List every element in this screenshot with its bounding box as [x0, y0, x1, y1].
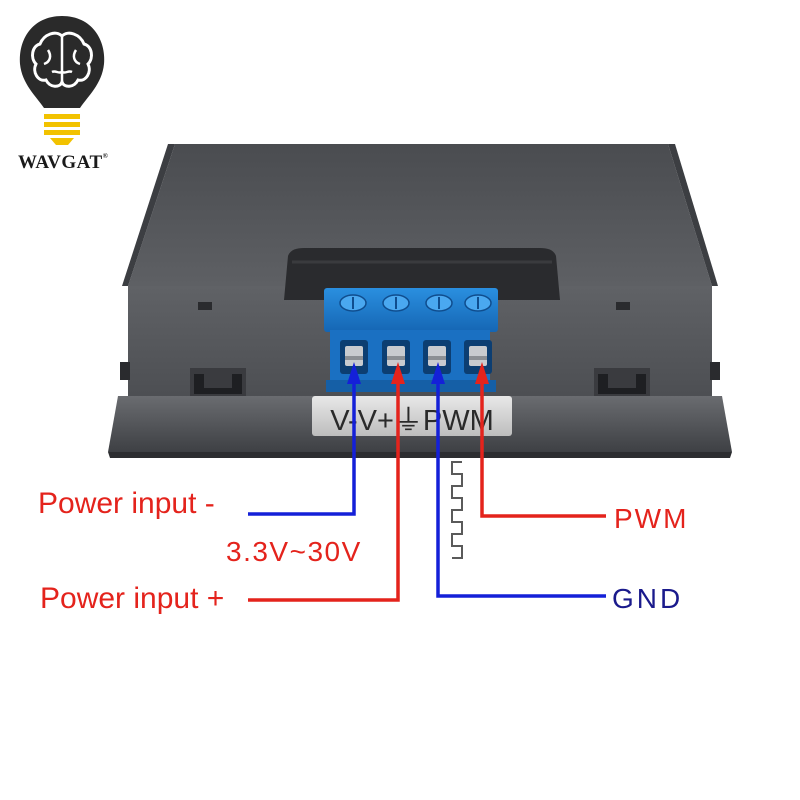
label-power-input-plus: Power input +	[40, 582, 224, 615]
left-clip-slot	[190, 302, 246, 396]
wire-power-plus	[248, 380, 400, 602]
label-power-input-minus: Power input -	[38, 487, 215, 520]
pin-label-text: V-V+⏚PWM	[330, 405, 494, 437]
screw-terminal-block	[324, 288, 498, 392]
pwm-module	[108, 144, 732, 458]
arrow-power-minus	[347, 362, 361, 384]
registered-mark: ®	[102, 152, 109, 160]
right-clip-slot	[594, 302, 650, 396]
label-voltage-range: 3.3V~30V	[226, 536, 362, 567]
brand-logo	[19, 16, 105, 145]
brand-name: WAVGAT®	[18, 152, 108, 174]
pin-label-strip	[312, 396, 512, 436]
arrow-gnd	[431, 362, 445, 384]
wire-pwm	[480, 382, 606, 518]
wire-power-minus	[248, 382, 356, 516]
bulb-brain-icon	[19, 16, 105, 145]
square-wave-icon	[451, 461, 463, 559]
label-pwm: PWM	[614, 503, 688, 534]
arrow-pwm	[475, 362, 489, 384]
wiring-diagram	[248, 362, 606, 602]
housing-top	[128, 144, 712, 286]
brand-name-text: WAVGAT	[18, 152, 103, 173]
label-gnd: GND	[612, 583, 683, 614]
wire-gnd	[436, 382, 606, 598]
arrow-power-plus	[391, 362, 405, 384]
